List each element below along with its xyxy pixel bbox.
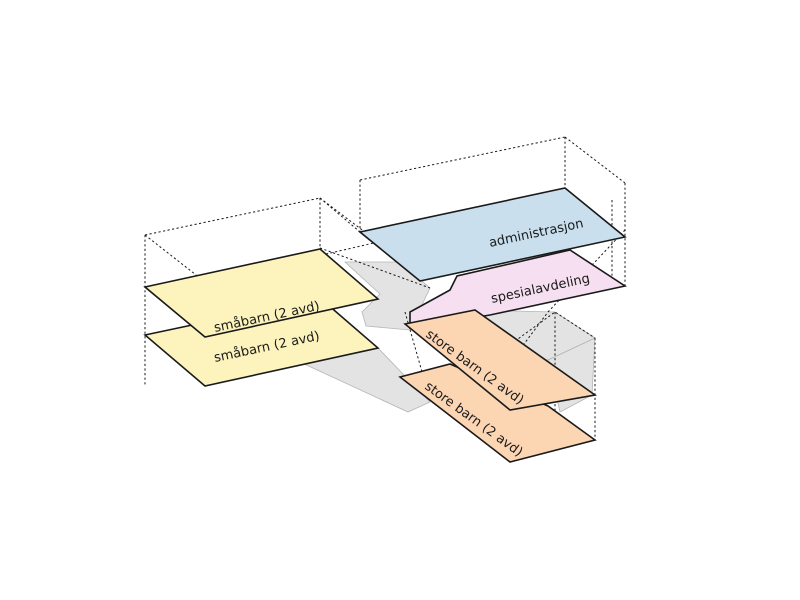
floor-plate-spesialavdeling	[409, 249, 628, 329]
slab-administrasjon: administrasjon	[358, 187, 627, 282]
floor-plate-store-barn-upper	[403, 309, 598, 411]
floor-plate-store-barn-lower	[398, 363, 597, 463]
slab-smabarn-lower: småbarn (2 avd)	[143, 297, 380, 387]
floor-plate-administrasjon	[358, 187, 627, 282]
floor-plate-smabarn-upper	[143, 248, 380, 338]
